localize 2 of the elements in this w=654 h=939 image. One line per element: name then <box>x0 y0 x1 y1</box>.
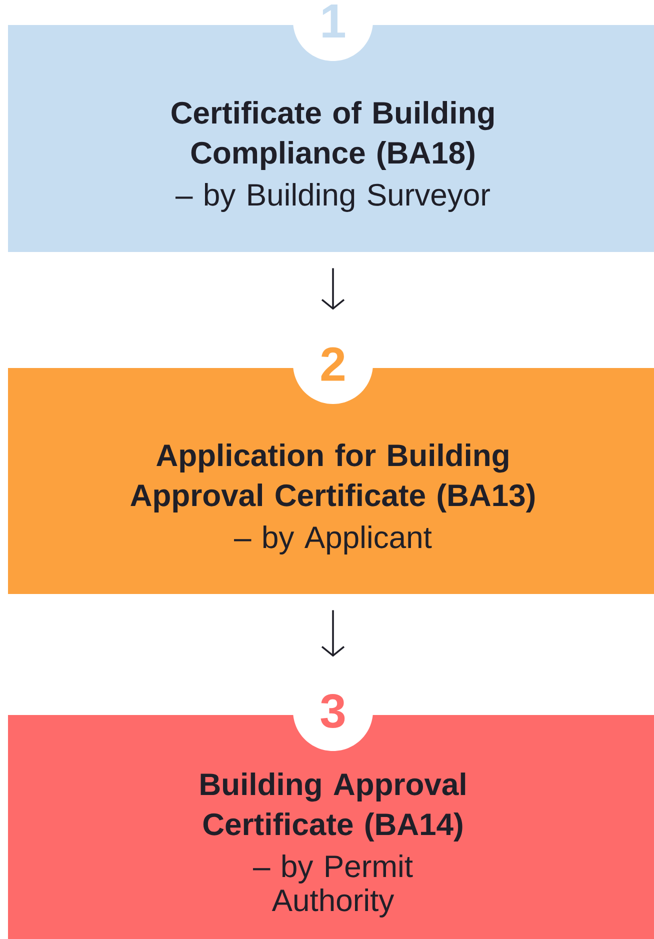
arrow <box>321 268 345 310</box>
arrow <box>321 610 345 657</box>
